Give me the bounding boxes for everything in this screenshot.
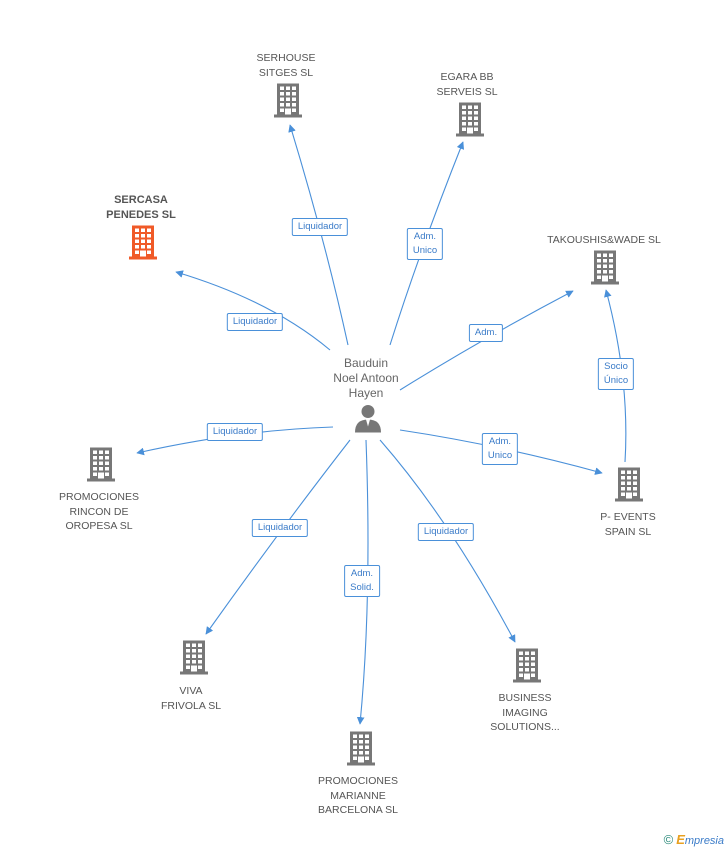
person-name-line: Hayen (348, 386, 384, 400)
edge-label-line: Liquidador (297, 221, 343, 232)
edge-label-line: Socio (604, 361, 628, 372)
company-label-line: OROPESA SL (65, 520, 133, 532)
company-label-line: PENEDES SL (106, 208, 176, 221)
company-label-line: SERHOUSE (256, 52, 316, 64)
company-label-line: SITGES SL (258, 66, 314, 79)
company-label-line: RINCON DE (69, 505, 129, 518)
edge-label-takoushis[interactable]: Adm. (468, 324, 504, 342)
building-icon[interactable] (87, 447, 115, 487)
building-icon[interactable] (591, 250, 619, 290)
edge-label-line: Adm. (413, 231, 437, 242)
edge-label-line: Liquidador (232, 316, 278, 327)
edge-label-viva[interactable]: Liquidador (251, 519, 309, 537)
person-name-line: Bauduin (343, 356, 389, 370)
edge-label-business[interactable]: Liquidador (417, 523, 475, 541)
building-icon[interactable] (456, 102, 484, 142)
company-label-promociones-rincon[interactable]: PROMOCIONES RINCON DE OROPESA SL (59, 490, 139, 534)
company-label-line: EGARA BB (440, 71, 494, 83)
person-icon[interactable] (353, 403, 383, 438)
edge-label-line: Liquidador (423, 526, 469, 537)
company-label-line: TAKOUSHIS&WADE SL (547, 234, 661, 246)
edge-label-line: Unico (412, 245, 438, 256)
company-label-takoushis[interactable]: TAKOUSHIS&WADE SL (547, 233, 661, 248)
company-label-line: IMAGING (502, 706, 548, 719)
company-label-line: VIVA (179, 685, 203, 697)
company-label-line: MARIANNE (330, 789, 386, 802)
company-label-p-events[interactable]: P- EVENTS SPAIN SL (600, 510, 655, 539)
edge-label-line: Adm. (488, 436, 512, 447)
company-label-line: BUSINESS (498, 692, 552, 704)
edge-label-line: Liquidador (212, 426, 258, 437)
building-icon[interactable] (274, 83, 302, 123)
company-label-line: SERCASA (114, 194, 168, 206)
company-label-line: SPAIN SL (604, 525, 652, 538)
edge-label-line: Adm. (474, 327, 498, 338)
company-label-line: BARCELONA SL (318, 804, 398, 816)
company-label-egara[interactable]: EGARA BB SERVEIS SL (436, 70, 497, 99)
company-label-line: FRIVOLA SL (160, 699, 222, 712)
copyright-symbol: © (663, 832, 674, 847)
company-label-line: SERVEIS SL (436, 85, 498, 98)
brand-initial: E (676, 832, 685, 847)
building-icon[interactable] (347, 731, 375, 771)
building-icon[interactable] (513, 648, 541, 688)
edge-business (379, 439, 516, 643)
person-name-line: Noel Antoon (333, 371, 399, 385)
edge-label-promociones-rincon[interactable]: Liquidador (206, 423, 264, 441)
edge-label-line: Único (603, 375, 629, 386)
edge-label-serhouse[interactable]: Liquidador (291, 218, 349, 236)
edge-label-line: Unico (487, 450, 513, 461)
company-label-line: PROMOCIONES (59, 491, 139, 503)
company-label-business[interactable]: BUSINESS IMAGING SOLUTIONS... (490, 691, 559, 735)
edge-label-sercasa[interactable]: Liquidador (226, 313, 284, 331)
edge-label-line: Adm. (350, 568, 374, 579)
building-icon[interactable] (180, 640, 208, 680)
brand-name: mpresia (684, 835, 724, 847)
edge-label-line: Liquidador (257, 522, 303, 533)
edge-viva (205, 439, 351, 635)
empresia-watermark[interactable]: ©Empresia (664, 832, 724, 847)
company-label-serhouse[interactable]: SERHOUSE SITGES SL (257, 51, 316, 80)
edge-sercasa (175, 270, 331, 351)
company-label-line: SOLUTIONS... (490, 721, 560, 733)
company-label-viva[interactable]: VIVA FRIVOLA SL (161, 684, 221, 713)
company-label-line: PROMOCIONES (318, 775, 398, 787)
company-label-line: P- EVENTS (600, 511, 656, 523)
edge-label-p-events[interactable]: Adm. Unico (481, 433, 519, 465)
building-icon[interactable] (615, 467, 643, 507)
company-label-sercasa[interactable]: SERCASA PENEDES SL (106, 193, 176, 222)
edge-label-egara[interactable]: Adm. Unico (406, 228, 444, 260)
edge-serhouse (288, 124, 349, 346)
company-label-promociones-marianne[interactable]: PROMOCIONES MARIANNE BARCELONA SL (318, 774, 398, 818)
edge-label-promociones-marianne[interactable]: Adm. Solid. (344, 565, 380, 597)
edge-label-line: Solid. (350, 582, 374, 593)
building-icon[interactable] (129, 225, 157, 265)
